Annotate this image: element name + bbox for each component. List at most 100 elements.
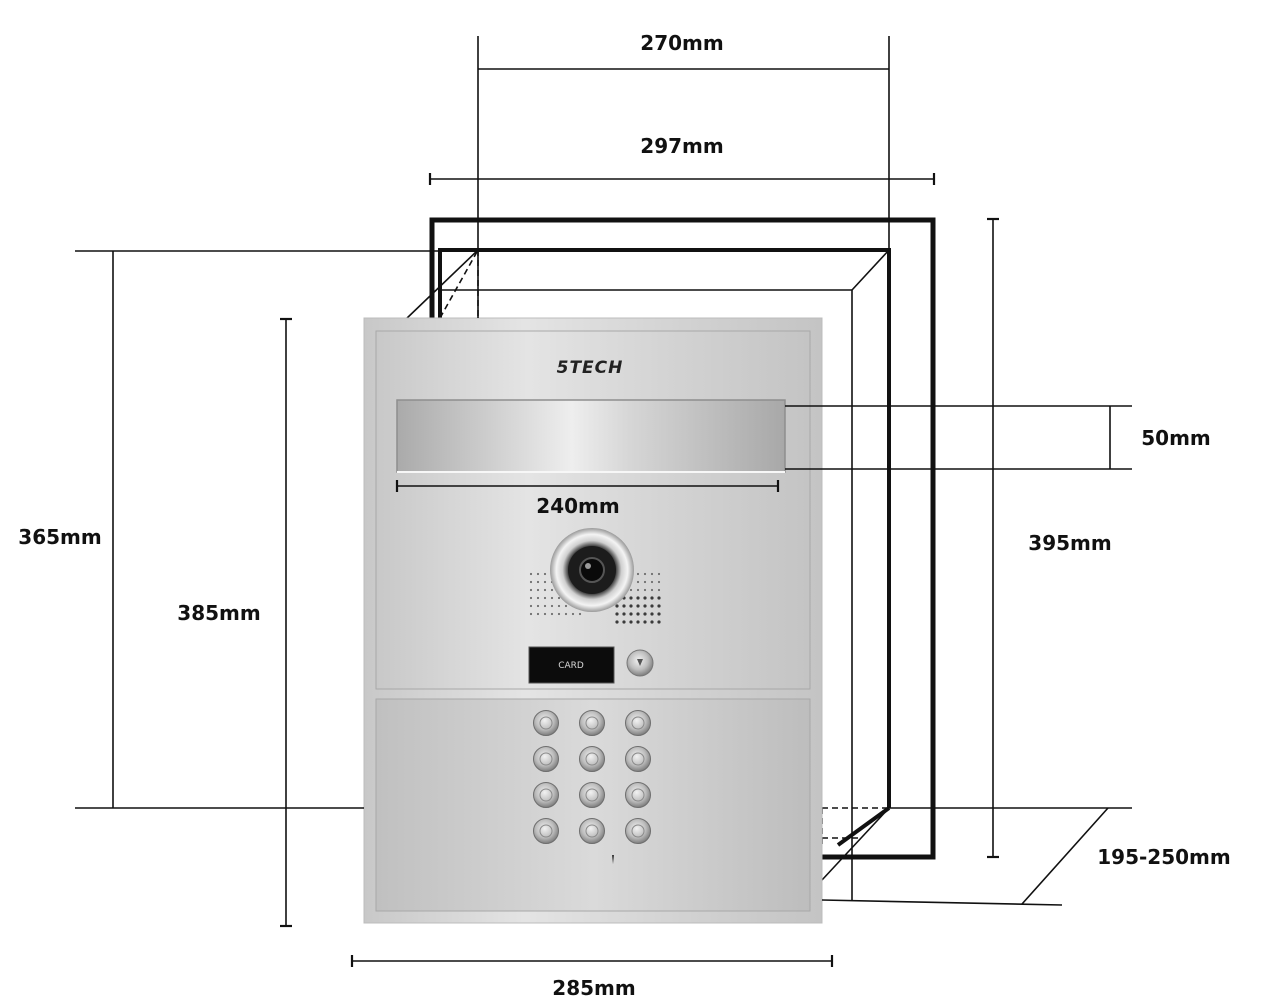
grille-hole: [650, 612, 654, 616]
dimension-lines: [75, 36, 1132, 967]
camera-lens: [550, 528, 634, 612]
keypad-key[interactable]: [533, 818, 559, 844]
grille-hole: [629, 620, 633, 624]
grille-hole: [543, 596, 547, 600]
grille-hole: [571, 612, 575, 616]
keypad-key[interactable]: [625, 818, 651, 844]
keypad-key[interactable]: [579, 710, 605, 736]
grille-hole: [536, 612, 540, 616]
grille-hole: [557, 612, 561, 616]
grille-hole: [629, 612, 633, 616]
label-outer-box-height: 395mm: [1028, 531, 1111, 555]
grille-hole: [622, 604, 626, 608]
grille-hole: [536, 588, 540, 592]
grille-hole: [622, 612, 626, 616]
grille-hole: [636, 580, 640, 584]
grille-hole: [564, 604, 568, 608]
label-box-height: 365mm: [18, 525, 101, 549]
grille-hole: [536, 596, 540, 600]
grille-hole: [564, 612, 568, 616]
grille-hole: [657, 572, 661, 576]
grille-hole: [650, 596, 654, 600]
keypad-key[interactable]: [579, 746, 605, 772]
grille-hole: [636, 596, 640, 600]
front-panel: 5TECH CARD: [363, 317, 823, 924]
grille-hole: [557, 604, 561, 608]
grille-hole: [643, 596, 647, 600]
grille-hole: [615, 620, 619, 624]
brand-logo: 5TECH: [557, 358, 624, 378]
grille-hole: [543, 612, 547, 616]
grille-hole: [636, 620, 640, 624]
grille-hole: [543, 580, 547, 584]
label-inner-box-width: 270mm: [640, 31, 723, 55]
grille-hole: [629, 604, 633, 608]
grille-hole: [550, 612, 554, 616]
label-box-depth: 195-250mm: [1097, 845, 1230, 869]
grille-hole: [636, 612, 640, 616]
grille-hole: [529, 604, 533, 608]
grille-hole: [543, 588, 547, 592]
grille-hole: [622, 620, 626, 624]
grille-hole: [650, 620, 654, 624]
grille-hole: [643, 580, 647, 584]
grille-hole: [536, 580, 540, 584]
grille-hole: [643, 588, 647, 592]
card-reader[interactable]: [528, 646, 615, 684]
grille-hole: [643, 604, 647, 608]
keypad-key[interactable]: [533, 782, 559, 808]
grille-hole: [650, 572, 654, 576]
label-nameplate-height: 50mm: [1141, 426, 1211, 450]
nameplate-window: [396, 399, 786, 473]
grille-hole: [550, 596, 554, 600]
keypad-key[interactable]: [579, 818, 605, 844]
grille-hole: [543, 572, 547, 576]
card-reader-label: CARD: [558, 661, 584, 671]
grille-hole: [557, 596, 561, 600]
label-panel-width: 285mm: [552, 976, 635, 1000]
call-button[interactable]: [626, 649, 654, 677]
grille-hole: [657, 604, 661, 608]
grille-hole: [636, 588, 640, 592]
grille-hole: [543, 604, 547, 608]
grille-hole: [529, 580, 533, 584]
grille-hole: [636, 604, 640, 608]
keypad-key[interactable]: [533, 710, 559, 736]
keypad-key[interactable]: [625, 746, 651, 772]
grille-hole: [529, 588, 533, 592]
label-nameplate-width: 240mm: [536, 494, 619, 518]
grille-hole: [550, 588, 554, 592]
keypad[interactable]: [533, 710, 651, 844]
grille-hole: [650, 604, 654, 608]
keypad-key[interactable]: [579, 782, 605, 808]
keypad-key[interactable]: [625, 782, 651, 808]
grille-hole: [629, 588, 633, 592]
grille-hole: [657, 588, 661, 592]
grille-hole: [536, 604, 540, 608]
grille-hole: [657, 620, 661, 624]
grille-hole: [657, 612, 661, 616]
label-outer-box-width: 297mm: [640, 134, 723, 158]
grille-hole: [550, 604, 554, 608]
grille-hole: [529, 612, 533, 616]
grille-hole: [643, 572, 647, 576]
grille-hole: [657, 596, 661, 600]
grille-hole: [629, 596, 633, 600]
label-panel-height: 385mm: [177, 601, 260, 625]
lock-keyhole: [612, 855, 614, 864]
keypad-key[interactable]: [625, 710, 651, 736]
grille-hole: [536, 572, 540, 576]
grille-hole: [615, 612, 619, 616]
grille-hole: [578, 612, 582, 616]
grille-hole: [650, 588, 654, 592]
back-box-outlines: [404, 217, 936, 900]
grille-hole: [657, 580, 661, 584]
grille-hole: [529, 572, 533, 576]
keypad-key[interactable]: [533, 746, 559, 772]
grille-hole: [636, 572, 640, 576]
grille-hole: [650, 580, 654, 584]
grille-hole: [643, 620, 647, 624]
grille-hole: [529, 596, 533, 600]
